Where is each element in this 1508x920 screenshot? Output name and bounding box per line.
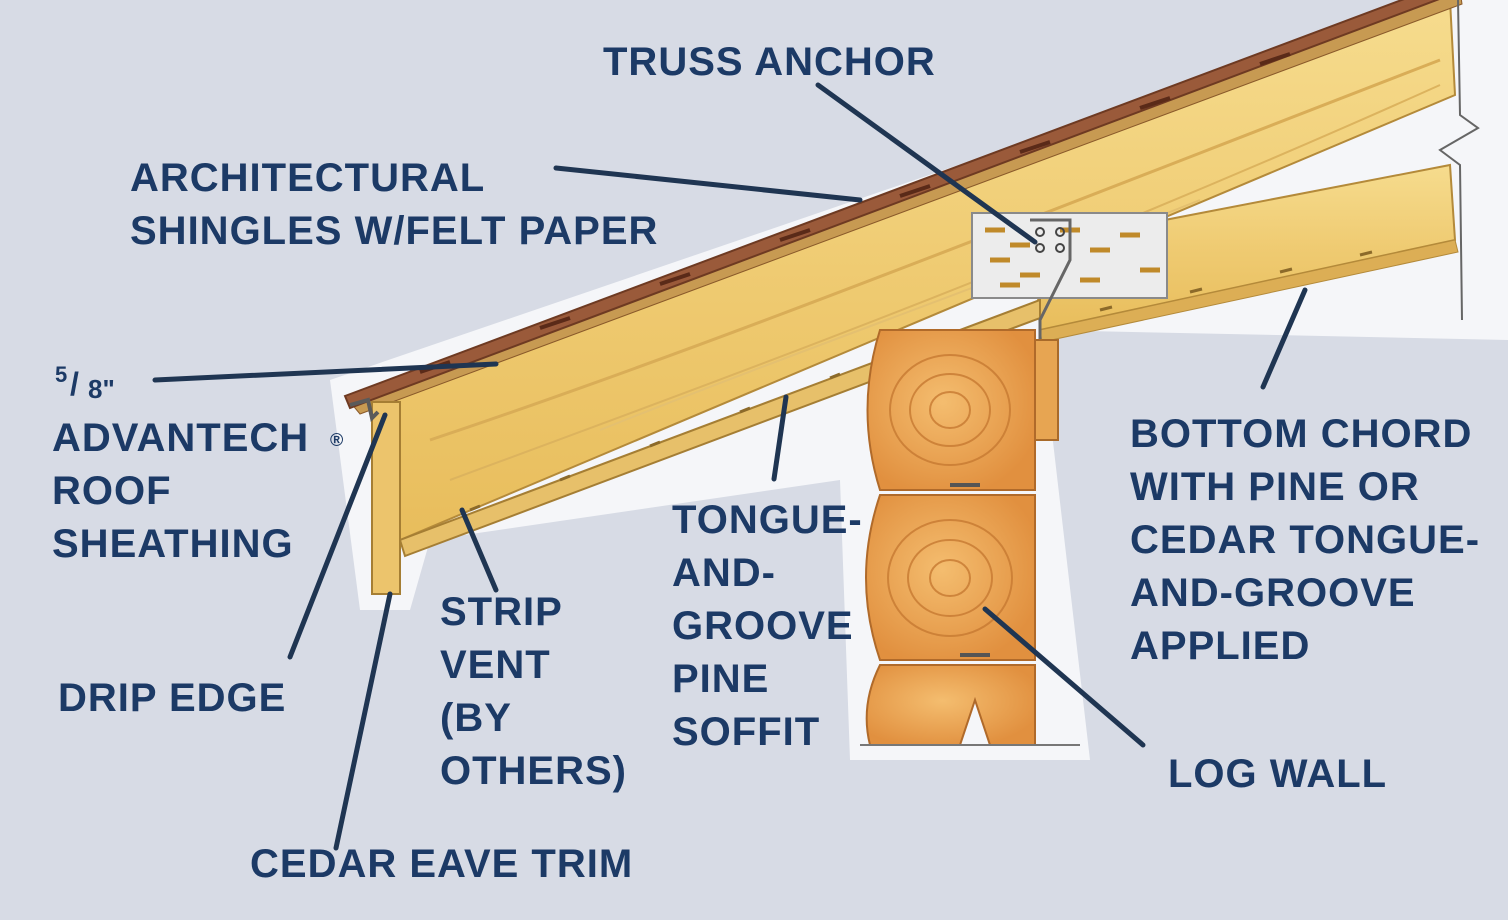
label-log-wall: LOG WALL — [1168, 752, 1388, 796]
registered-mark: ® — [330, 430, 344, 450]
truss-anchor-plate — [971, 212, 1168, 440]
leader-soffit — [771, 394, 789, 482]
label-sheathing-size-slash: / — [70, 366, 79, 402]
leader-lines — [152, 82, 1308, 851]
label-eave-trim: CEDAR EAVE TRIM — [250, 842, 634, 886]
leader-eave-trim — [333, 591, 393, 851]
leader-log-wall — [982, 606, 1146, 748]
label-shingles: ARCHITECTURAL SHINGLES W/FELT PAPER — [130, 156, 659, 253]
drip-edge — [349, 397, 380, 422]
leader-drip-edge — [287, 412, 388, 660]
label-sheathing: ADVANTECH ROOF SHEATHING — [52, 416, 310, 566]
label-sheathing-size-denominator: 8" — [88, 374, 115, 404]
leader-bottom-chord — [1260, 287, 1308, 390]
label-strip-vent: STRIP VENT (BY OTHERS) — [440, 590, 627, 793]
label-bottom-chord: BOTTOM CHORD WITH PINE OR CEDAR TONGUE- … — [1130, 412, 1481, 668]
label-truss-anchor: TRUSS ANCHOR — [603, 40, 936, 84]
leader-strip-vent — [459, 507, 499, 593]
log-wall — [860, 329, 1080, 746]
label-soffit: TONGUE- AND- GROOVE PINE SOFFIT — [672, 498, 863, 754]
leader-shingles — [553, 165, 863, 203]
leader-sheathing — [152, 361, 499, 383]
label-sheathing-size-numerator: 5 — [55, 362, 68, 387]
leader-truss-anchor — [815, 82, 1038, 245]
break-mark — [1438, 0, 1480, 321]
label-drip-edge: DRIP EDGE — [58, 676, 287, 720]
